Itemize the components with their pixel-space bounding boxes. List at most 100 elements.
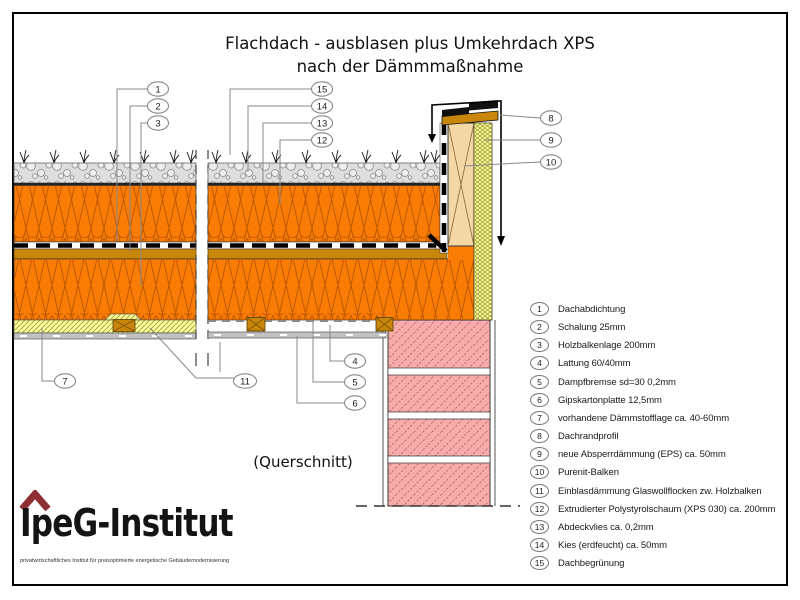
- legend-item-label: Dachabdichtung: [558, 303, 626, 315]
- legend-item-number: 13: [530, 520, 549, 534]
- legend-item-number: 10: [530, 465, 549, 479]
- legend-item-label: Dachbegrünung: [558, 557, 625, 569]
- legend-item: 14 Kies (erdfeucht) ca. 50mm: [530, 537, 667, 553]
- legend-item-label: Einblasdämmung Glaswollflocken zw. Holzb…: [558, 485, 762, 497]
- callout-10: 10: [539, 154, 563, 170]
- legend-item-number: 2: [530, 320, 549, 334]
- callout-15: 15: [310, 81, 334, 97]
- drawing-title: Flachdach - ausblasen plus Umkehrdach XP…: [60, 32, 760, 78]
- svg-text:7: 7: [62, 376, 67, 387]
- legend-item-label: Holzbalkenlage 200mm: [558, 339, 656, 351]
- svg-text:10: 10: [546, 157, 557, 168]
- parapet-cap-board: [441, 110, 499, 126]
- callout-bubbles: 1 2 3 15 14 13 12 8: [53, 81, 563, 411]
- callout-3: 3: [146, 115, 170, 131]
- callout-leader-lines: [41, 88, 541, 404]
- legend-item-label: Lattung 60/40mm: [558, 357, 631, 369]
- svg-text:8: 8: [548, 113, 553, 124]
- legend-item-number: 12: [530, 502, 549, 516]
- callout-9: 9: [539, 132, 563, 148]
- sheathing-layer: [13, 248, 197, 260]
- gravel-layer: [13, 162, 197, 184]
- callout-1: 1: [146, 81, 170, 97]
- callout-2: 2: [146, 98, 170, 114]
- logo-wordmark: IpeG-Institut: [20, 501, 234, 545]
- legend-item: 13 Abdeckvlies ca. 0,2mm: [530, 519, 654, 535]
- svg-text:9: 9: [548, 135, 553, 146]
- callout-11: 11: [232, 373, 258, 389]
- mortar-joint: [387, 455, 491, 464]
- legend-item-number: 8: [530, 429, 549, 443]
- callout-13: 13: [310, 115, 334, 131]
- legend-item: 2 Schalung 25mm: [530, 319, 625, 335]
- legend-item: 12 Extrudierter Polystyrolschaum (XPS 03…: [530, 501, 775, 517]
- legend-item-number: 6: [530, 393, 549, 407]
- svg-text:11: 11: [240, 376, 250, 387]
- legend-item: 10 Purenit-Balken: [530, 464, 619, 480]
- gravel-layer: [207, 162, 441, 184]
- legend-item-number: 3: [530, 338, 549, 352]
- page-border-frame: [12, 12, 788, 586]
- legend-item-number: 7: [530, 411, 549, 425]
- roof-left-panel: [13, 149, 197, 340]
- legend-item: 7 vorhandene Dämmstofflage ca. 40-60mm: [530, 410, 729, 426]
- legend-item-number: 4: [530, 356, 549, 370]
- legend-item-number: 11: [530, 484, 549, 498]
- title-line-2: nach der Dämmmaßnahme: [296, 57, 524, 76]
- membrane-cap: [442, 107, 469, 117]
- sheathing-layer: [207, 248, 448, 260]
- callout-8: 8: [539, 110, 563, 126]
- legend-item-label: Gipskartonplatte 12,5mm: [558, 394, 662, 406]
- callout-7: 7: [53, 373, 77, 389]
- legend-item: 6 Gipskartonplatte 12,5mm: [530, 392, 662, 408]
- roof-middle-panel: [207, 149, 475, 339]
- legend-item-number: 15: [530, 556, 549, 570]
- fleece-layer: [208, 183, 440, 186]
- legend-item: 8 Dachrandprofil: [530, 428, 618, 444]
- callout-12: 12: [310, 132, 334, 148]
- legend-item-number: 1: [530, 302, 549, 316]
- parapet: [427, 100, 505, 321]
- svg-text:13: 13: [317, 118, 328, 129]
- svg-text:6: 6: [352, 398, 357, 409]
- svg-text:14: 14: [317, 101, 328, 112]
- svg-text:3: 3: [155, 118, 160, 129]
- legend-item: 15 Dachbegrünung: [530, 555, 624, 571]
- legend-item-label: Dachrandprofil: [558, 430, 619, 442]
- legend-item-label: Kies (erdfeucht) ca. 50mm: [558, 539, 667, 551]
- section-label: (Querschnitt): [253, 453, 353, 471]
- legend-item-label: Schalung 25mm: [558, 321, 626, 333]
- svg-text:2: 2: [155, 101, 160, 112]
- svg-text:5: 5: [352, 377, 357, 388]
- legend-item-label: Abdeckvlies ca. 0,2mm: [558, 521, 654, 533]
- logo-roof-icon: [19, 490, 51, 512]
- legend-item: 3 Holzbalkenlage 200mm: [530, 337, 655, 353]
- membrane-corner: [427, 233, 448, 253]
- callout-5: 5: [343, 374, 367, 390]
- legend-item-number: 9: [530, 447, 549, 461]
- legend-item: 4 Lattung 60/40mm: [530, 355, 631, 371]
- break-lines: [195, 150, 209, 366]
- fleece-layer: [14, 183, 196, 186]
- legend-item-label: vorhandene Dämmstofflage ca. 40-60mm: [558, 412, 730, 424]
- callout-14: 14: [310, 98, 334, 114]
- legend-item: 9 neue Absperrdämmung (EPS) ca. 50mm: [530, 446, 726, 462]
- legend-item: 11 Einblasdämmung Glaswollflocken zw. Ho…: [530, 483, 762, 499]
- callout-4: 4: [343, 353, 367, 369]
- legend-item-number: 5: [530, 375, 549, 389]
- title-line-1: Flachdach - ausblasen plus Umkehrdach XP…: [225, 34, 595, 53]
- svg-text:12: 12: [317, 135, 328, 146]
- legend-item-label: Purenit-Balken: [558, 466, 619, 478]
- svg-text:4: 4: [352, 356, 357, 367]
- edge-profile-outline: [431, 100, 502, 236]
- masonry-wall: [356, 319, 520, 507]
- callout-6: 6: [343, 395, 367, 411]
- legend-item-label: Extrudierter Polystyrolschaum (XPS 030) …: [558, 503, 776, 515]
- plasterboard-layer: [13, 332, 197, 340]
- legend-item-label: neue Absperrdämmung (EPS) ca. 50mm: [558, 448, 726, 460]
- mortar-joint: [387, 367, 491, 376]
- mortar-joint: [387, 411, 491, 420]
- legend-item-label: Dampfbremse sd=30 0,2mm: [558, 376, 676, 388]
